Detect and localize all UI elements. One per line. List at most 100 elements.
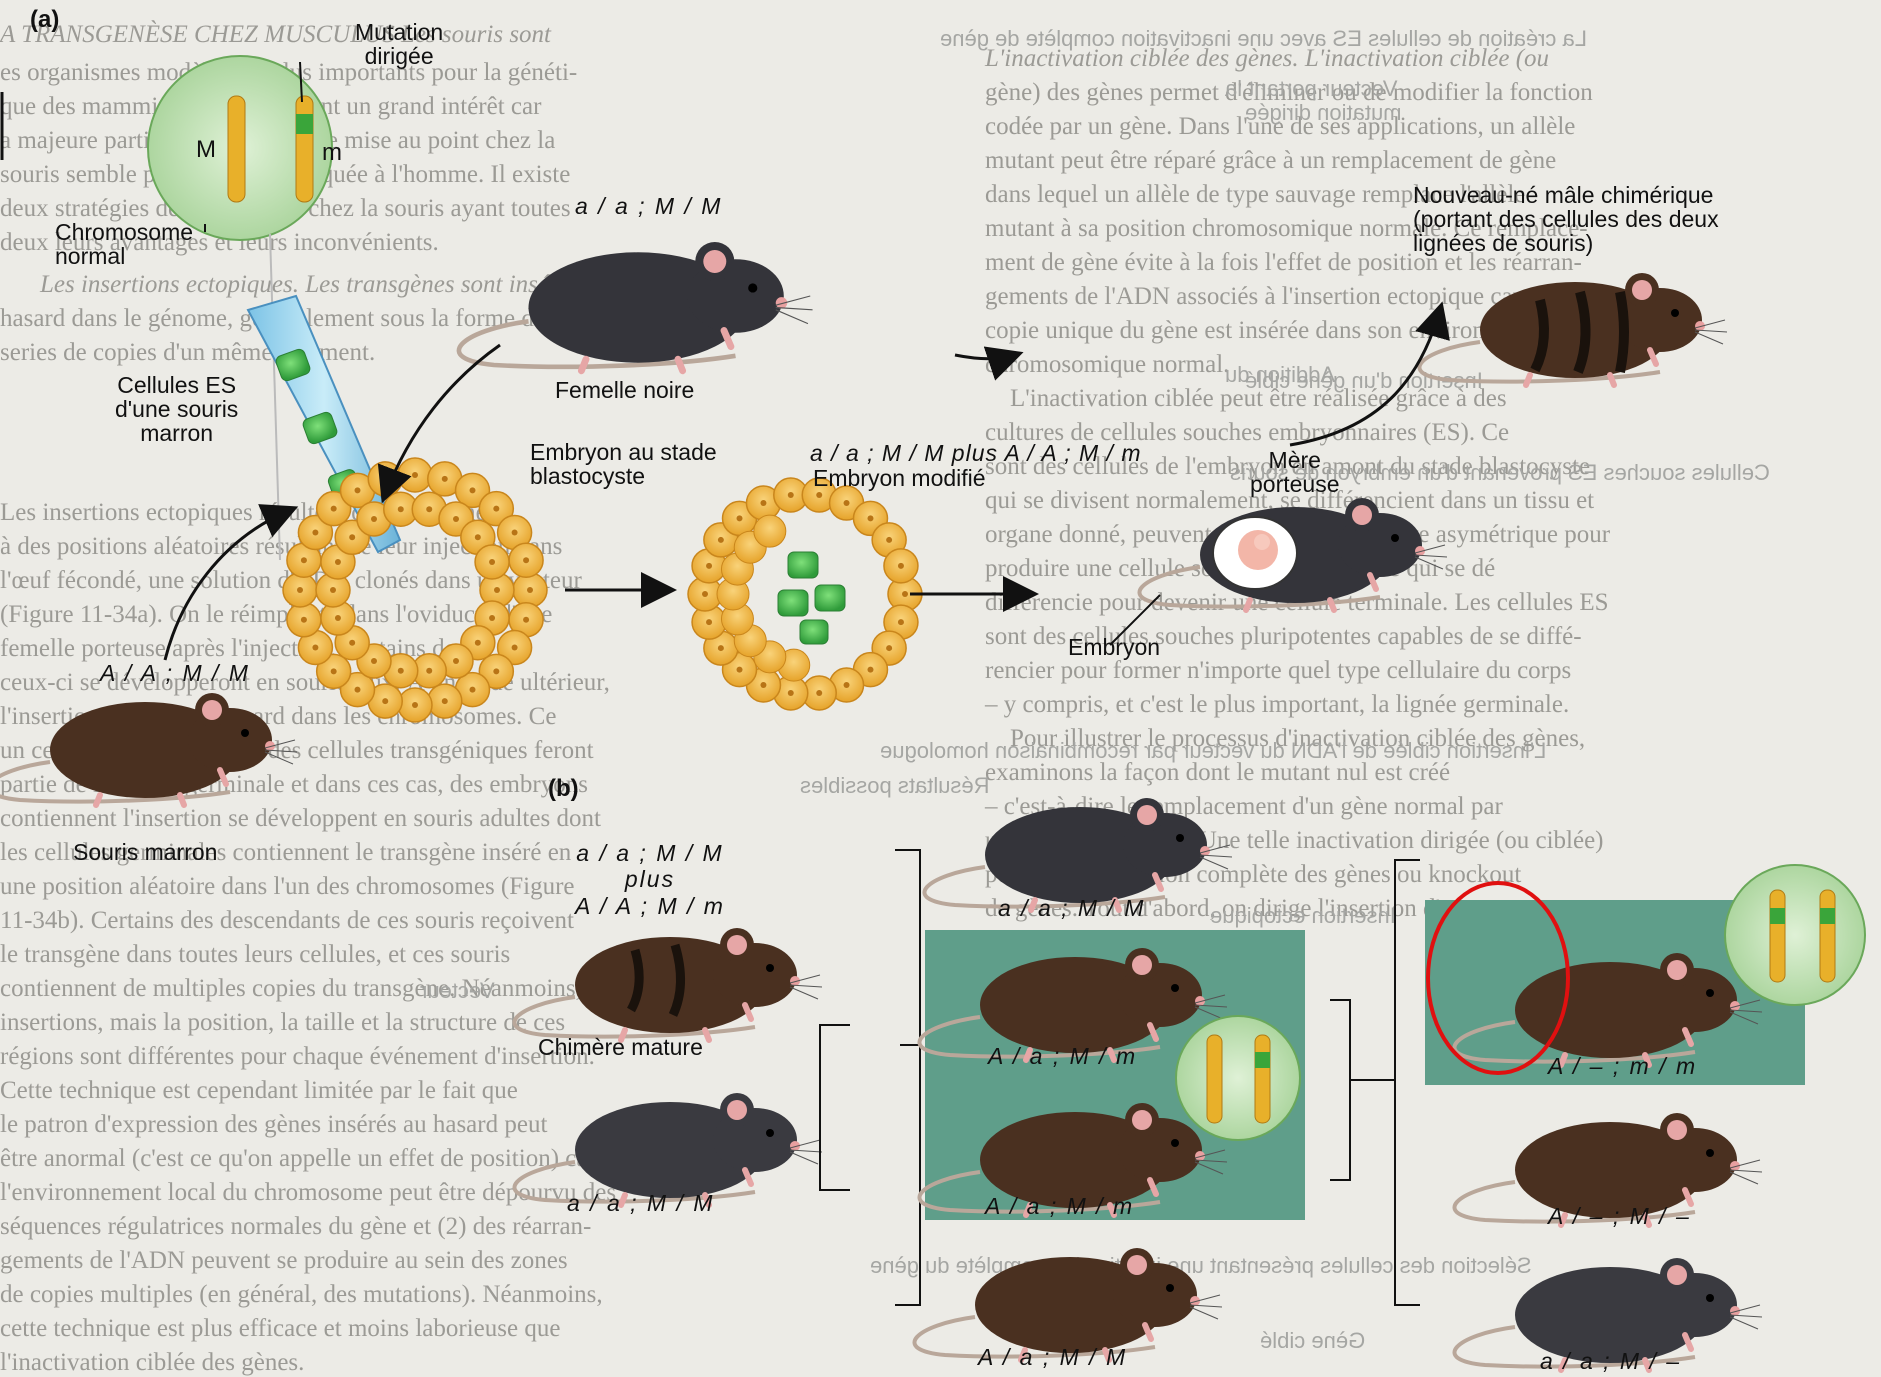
offspring-genotype-2: A / a ; M / m [988, 1043, 1137, 1070]
mature-chimera-label: Chimère mature [538, 1035, 703, 1059]
cell-nucleus [453, 658, 459, 664]
black-mate-mouse [514, 1093, 822, 1205]
cell-nucleus [493, 506, 499, 512]
black-female-genotype: a / a ; M / M [575, 193, 722, 220]
chromosome-callout-circle [148, 56, 332, 240]
cell-nucleus [898, 563, 904, 569]
cell-nucleus [489, 615, 495, 621]
cell-nucleus [788, 690, 794, 696]
cell-nucleus [426, 506, 432, 512]
cell-nucleus [844, 682, 850, 688]
cell-nucleus [788, 492, 794, 498]
cell-nucleus [816, 492, 822, 498]
offspring-genotype-3: A / a ; M / m [985, 1193, 1134, 1220]
f2-genotype-2: A / – ; M / – [1548, 1203, 1691, 1230]
embryo-label: Embryon [1068, 635, 1160, 659]
cell-nucleus [760, 500, 766, 506]
cell-nucleus [523, 557, 529, 563]
mature-chimera-mouse [514, 928, 822, 1040]
allele-M-label: M [196, 137, 216, 162]
modified-embryo-label: Embryon modifié [813, 466, 986, 490]
cell-nucleus [706, 619, 712, 625]
cell-nucleus [349, 534, 355, 540]
f2-genotype-1: A / – ; m / m [1548, 1053, 1697, 1080]
cell-nucleus [494, 587, 500, 593]
black-female-mouse [459, 242, 813, 371]
blastocyst-label: Embryon au stade blastocyste [530, 440, 717, 488]
cell-nucleus [442, 476, 448, 482]
cell-nucleus [527, 587, 533, 593]
cell-nucleus [330, 587, 336, 593]
cell-nucleus [493, 668, 499, 674]
cell-nucleus [737, 515, 743, 521]
cell-nucleus [512, 645, 518, 651]
panel-a-letter: (a) [30, 6, 59, 34]
cell-nucleus [489, 559, 495, 565]
cell-nucleus [512, 530, 518, 536]
cell-nucleus [718, 537, 724, 543]
cell-nucleus [737, 667, 743, 673]
cell-nucleus [898, 619, 904, 625]
brown-mouse-label: Souris marron [73, 840, 217, 864]
cell-nucleus [355, 487, 361, 493]
cell-nucleus [886, 537, 892, 543]
cell-nucleus [349, 640, 355, 646]
cell-nucleus [475, 640, 481, 646]
blastocyst-ring [283, 458, 547, 722]
black-female-label: Femelle noire [555, 378, 694, 402]
chimera-cross-genotype: a / a ; M / M plus A / A ; M / m [575, 840, 725, 919]
cell-nucleus [382, 476, 388, 482]
modified-embryo-genotype: a / a ; M / M plus A / A ; M / m [810, 440, 1141, 467]
heterozygote-chromosome-callout [1176, 1016, 1300, 1140]
cell-nucleus [470, 487, 476, 493]
normal-chromosome-label: Chromosome normal [55, 220, 193, 268]
cell-nucleus [301, 557, 307, 563]
cell-nucleus [475, 534, 481, 540]
panel-b-letter: (b) [548, 775, 579, 803]
cell-nucleus [706, 563, 712, 569]
cell-nucleus [867, 667, 873, 673]
injected-es-cells [778, 552, 845, 644]
chimeric-newborn-label: Nouveau-né mâle chimérique (portant des … [1413, 183, 1719, 255]
f2-genotype-3: a / a ; M / – [1540, 1348, 1681, 1375]
cell-nucleus [301, 617, 307, 623]
offspring-genotype-4: A / a ; M / M [978, 1344, 1127, 1371]
allele-m-label: m [322, 140, 342, 165]
brown-mouse-genotype: A / A ; M / M [100, 660, 250, 687]
cell-nucleus [442, 698, 448, 704]
es-cells-label: Cellules ES d'une souris marron [115, 373, 238, 445]
cell-nucleus [331, 668, 337, 674]
cell-nucleus [470, 687, 476, 693]
embryo-in-womb [1213, 517, 1297, 589]
cell-nucleus [371, 516, 377, 522]
cell-nucleus [331, 506, 337, 512]
cell-nucleus [760, 682, 766, 688]
cell-nucleus [426, 668, 432, 674]
cell-nucleus [412, 472, 418, 478]
cell-nucleus [886, 645, 892, 651]
cell-nucleus [312, 645, 318, 651]
offspring-genotype-1: a / a ; M / M [998, 895, 1145, 922]
cell-nucleus [398, 506, 404, 512]
cell-nucleus [816, 690, 822, 696]
surrogate-mother-label: Mère porteuse [1250, 448, 1340, 496]
cell-nucleus [297, 587, 303, 593]
black-mate-genotype: a / a ; M / M [567, 1190, 714, 1217]
cell-nucleus [335, 615, 341, 621]
cell-nucleus [398, 668, 404, 674]
cell-nucleus [355, 687, 361, 693]
homozygote-chromosome-callout [1725, 865, 1865, 1005]
cell-nucleus [312, 530, 318, 536]
offspring-mouse-1 [924, 798, 1232, 910]
cell-nucleus [523, 617, 529, 623]
mutation-label: Mutation dirigée [355, 20, 443, 68]
blastocyst-cell [754, 515, 786, 547]
cell-nucleus [718, 645, 724, 651]
mature-chimera-mouse-group [514, 928, 822, 1040]
cell-nucleus [382, 698, 388, 704]
cell-nucleus [902, 591, 908, 597]
cell-nucleus [867, 515, 873, 521]
cell-nucleus [412, 702, 418, 708]
cell-nucleus [702, 591, 708, 597]
chimeric-newborn-mouse [1419, 273, 1727, 385]
